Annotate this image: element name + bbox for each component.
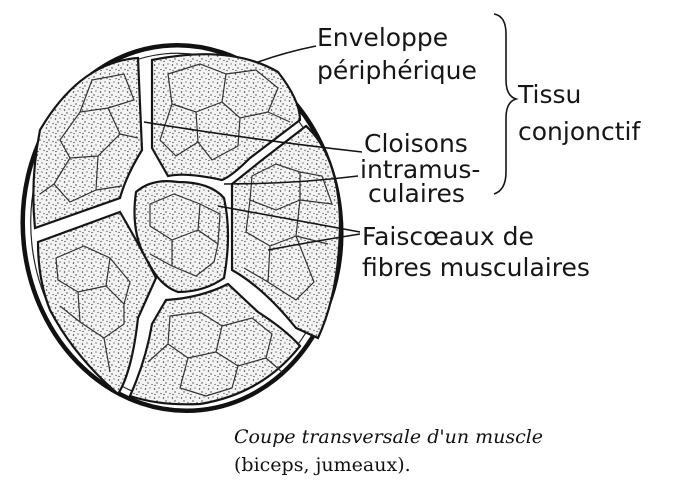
bracket-tissu-conjonctif: [494, 14, 516, 194]
caption-subtitle: (biceps, jumeaux).: [234, 454, 411, 476]
label-faisceaux: Faiscœaux de: [362, 222, 534, 251]
label-tissu: Tissu: [517, 80, 581, 109]
label-peripherique: périphérique: [317, 56, 477, 85]
labels: Enveloppe périphérique Tissu conjonctif …: [317, 23, 641, 282]
label-culaires: culaires: [368, 179, 465, 208]
leader-enveloppe: [258, 46, 316, 62]
label-conjonctif: conjonctif: [518, 117, 641, 146]
label-enveloppe: Enveloppe: [317, 23, 448, 52]
caption-title: Coupe transversale d'un muscle: [234, 426, 543, 448]
label-fibres-musculaires: fibres musculaires: [362, 253, 590, 282]
label-cloisons: Cloisons: [364, 129, 468, 158]
muscle-section: [5, 29, 360, 426]
caption: Coupe transversale d'un muscle (biceps, …: [234, 426, 543, 476]
